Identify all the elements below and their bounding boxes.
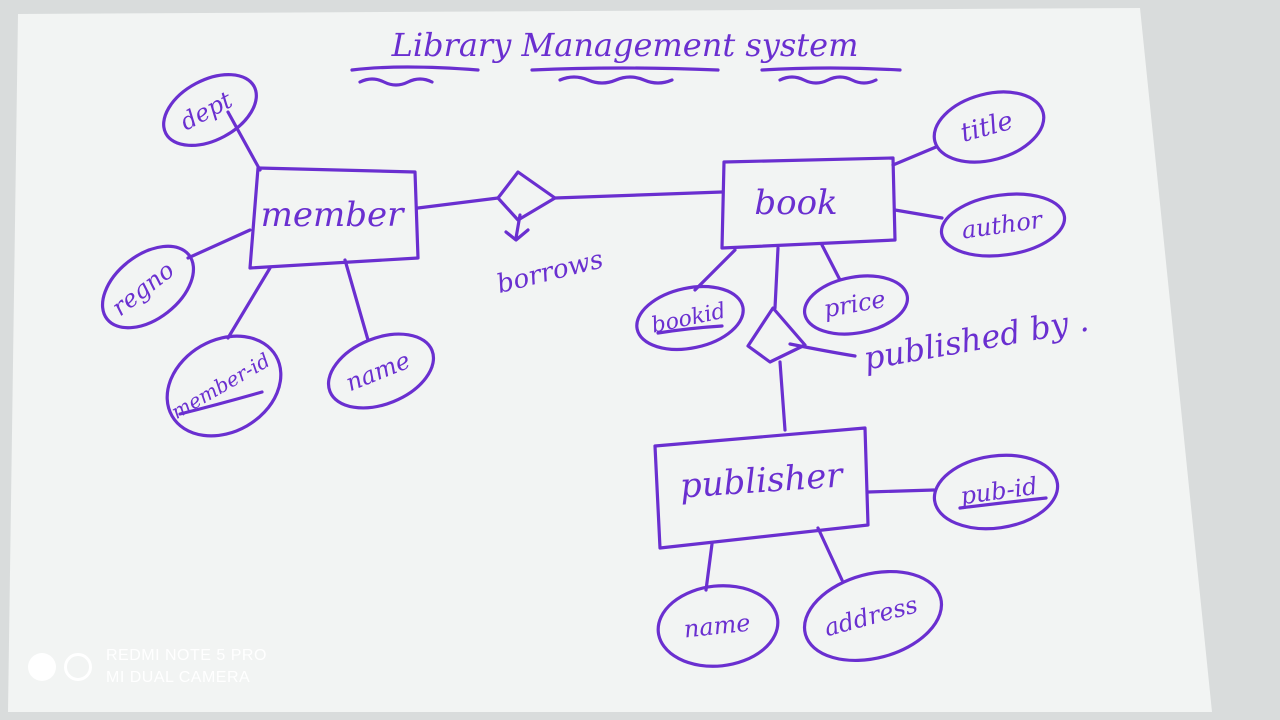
- title-underline-3: [760, 66, 902, 72]
- title-underline-2-wave: [558, 75, 674, 85]
- borrows-pointer-arrow: [504, 213, 530, 242]
- line-bookid: [693, 248, 737, 292]
- title-underline-3-wave: [778, 75, 878, 85]
- line-book-published-by: [773, 246, 780, 310]
- attribute-oval-price: [802, 274, 910, 336]
- line-dept: [226, 110, 262, 172]
- book-entity-box: [720, 156, 897, 250]
- attribute-oval-pub-id: [932, 453, 1060, 531]
- line-borrows-book: [553, 190, 724, 200]
- diagram-title: Library Management system: [391, 26, 859, 64]
- entity-label-book: book: [754, 183, 837, 223]
- publisher-entity-box: [653, 426, 870, 550]
- watermark-line-2: MI DUAL CAMERA: [106, 669, 251, 686]
- attribute-label-publisher-name: name: [683, 609, 752, 644]
- line-member-name: [343, 258, 370, 342]
- attribute-oval-bookid: [635, 284, 745, 352]
- line-published-by-publisher: [778, 360, 787, 432]
- line-title: [891, 145, 938, 167]
- pub-id-key-underline: [958, 496, 1048, 510]
- attribute-oval-title: [932, 90, 1046, 164]
- entity-label-member: member: [261, 195, 405, 235]
- paper-sheet: [8, 8, 1212, 712]
- line-publisher-name: [704, 542, 714, 592]
- line-address: [816, 526, 844, 582]
- line-member-borrows: [416, 196, 500, 210]
- line-author: [893, 208, 944, 220]
- line-pub-id: [866, 488, 936, 494]
- member-id-key-underline: [178, 390, 264, 416]
- attribute-oval-publisher-name: [656, 584, 780, 668]
- attribute-oval-member-id: [165, 334, 283, 438]
- line-member-id: [226, 266, 272, 340]
- attribute-oval-dept: [162, 73, 258, 147]
- attribute-oval-regno: [100, 244, 196, 330]
- published-by-pointer-line: [788, 342, 857, 358]
- camera-logo-icon: [28, 653, 92, 681]
- camera-dot-ring-icon: [64, 653, 92, 681]
- attribute-oval-author: [939, 192, 1067, 258]
- member-entity-box: [248, 166, 420, 270]
- bookid-key-underline: [656, 324, 724, 335]
- attribute-oval-address: [802, 569, 944, 663]
- camera-watermark: REDMI NOTE 5 PRO MI DUAL CAMERA: [28, 645, 267, 689]
- watermark-line-1: REDMI NOTE 5 PRO: [106, 647, 267, 664]
- title-underline-1: [350, 65, 480, 72]
- published-by-relationship-diamond: [746, 306, 807, 364]
- title-underline-1-wave: [358, 77, 434, 87]
- watermark-text: REDMI NOTE 5 PRO MI DUAL CAMERA: [106, 645, 267, 689]
- camera-dot-filled-icon: [28, 653, 56, 681]
- line-regno: [186, 228, 252, 260]
- title-underline-2: [530, 66, 720, 72]
- line-price: [820, 243, 842, 282]
